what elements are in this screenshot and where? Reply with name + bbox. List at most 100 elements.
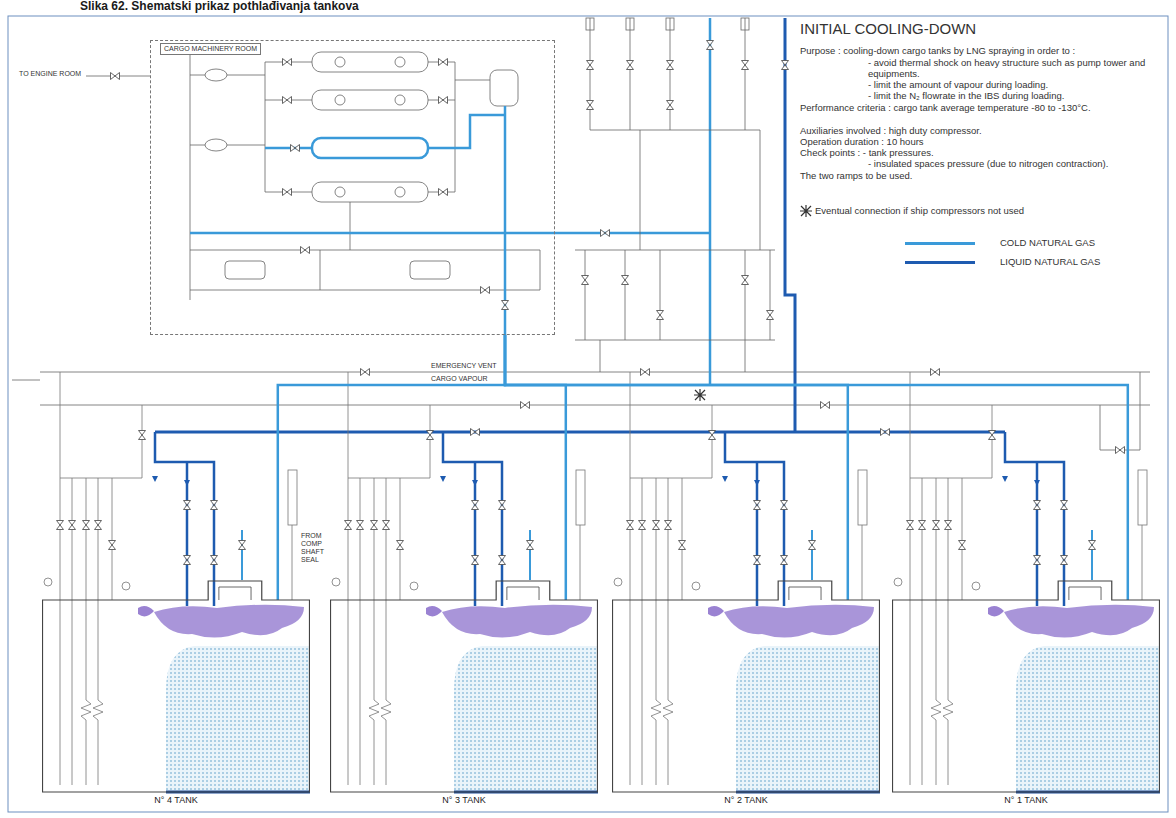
machinery-valves [481, 287, 490, 294]
liquid-valves [782, 61, 789, 70]
note-text: - avoid thermal shock on heavy structure… [868, 57, 1164, 79]
line-label: CARGO VAPOUR [430, 375, 489, 383]
eventual-connection-mark [694, 389, 706, 401]
manifold-valves [587, 61, 594, 70]
machinery-piping [395, 187, 405, 197]
machinery-valves [283, 97, 292, 104]
tank-internals [894, 372, 1160, 792]
liquid-valves [881, 429, 890, 436]
manifold-valves [742, 276, 749, 285]
cold-gas-valves [291, 41, 714, 310]
cold-gas-connector [278, 335, 505, 600]
cargo-tank: N° 1 TANK [892, 580, 1160, 810]
manifold-piping [666, 18, 674, 30]
tank-outline [892, 580, 1160, 810]
diagram-title: INITIAL COOLING-DOWN [800, 20, 976, 37]
line-label: EMERGENCY VENT [430, 362, 498, 370]
note-text: Operation duration : 10 hours [800, 136, 1166, 147]
machinery-piping [335, 95, 345, 105]
machinery-piping [85, 52, 540, 300]
tank-outline [330, 580, 598, 810]
manifold-piping [626, 18, 634, 30]
header-lines [12, 372, 1150, 450]
manifold-piping [586, 18, 594, 30]
machinery-valves [301, 247, 310, 254]
manifold-valves [667, 101, 674, 110]
manifold-valves [587, 101, 594, 110]
liquid-piping [155, 431, 1005, 434]
header-valves [931, 369, 940, 376]
line-label: TO ENGINE ROOM [18, 70, 86, 78]
legend-note: Eventual connection if ship compressors … [815, 205, 1165, 216]
cold-gas-piping [709, 18, 712, 385]
header-valves [641, 369, 650, 376]
tank-label: N° 2 TANK [612, 795, 880, 805]
machinery-piping [395, 57, 405, 67]
legend-swatch [905, 261, 975, 264]
cargo-tank: N° 3 TANK [330, 580, 598, 810]
note-text: The two ramps to be used. [800, 170, 1166, 181]
frame [8, 16, 1168, 812]
manifold-piping [575, 18, 775, 372]
note-text: - limit the N₂ flowrate in the IBS durin… [868, 90, 1164, 101]
legend-text: COLD NATURAL GAS [1000, 238, 1095, 249]
note-text: Purpose : cooling-down cargo tanks by LN… [800, 45, 1166, 56]
manifold-valves [582, 61, 774, 320]
cold-gas-piping [312, 138, 428, 158]
tank-outline [893, 581, 1160, 792]
machinery-piping [335, 187, 345, 197]
manifold-valves [742, 61, 749, 70]
header-lines [12, 372, 1150, 450]
tank-internals [44, 372, 1160, 792]
figure-caption: Slika 62. Shematski prikaz pothlađivanja… [80, 0, 359, 14]
manifold-valves [582, 276, 589, 285]
manifold-valves [627, 61, 634, 70]
note-text: Auxiliaries involved : high duty compres… [800, 125, 1166, 136]
machinery-valves [283, 59, 292, 66]
legend-text: LIQUID NATURAL GAS [1000, 257, 1100, 268]
note-text: - limit the amount of vapour during load… [868, 79, 1164, 90]
cold-gas-valves [601, 230, 610, 237]
cold-gas-valves [291, 145, 300, 152]
machinery-room: CARGO MACHINERY ROOM [150, 40, 555, 335]
header-valves [1116, 447, 1125, 454]
cold-gas-connector [505, 335, 566, 600]
manifold-piping [741, 18, 749, 30]
cold-gas-valves [707, 41, 714, 50]
tank-label: N° 4 TANK [42, 795, 310, 805]
machinery-piping [225, 261, 265, 279]
header-valves [821, 402, 830, 409]
note-text: - insulated spaces pressure (due to nitr… [868, 158, 1164, 169]
tank-outline [612, 580, 880, 810]
machinery-valves [111, 59, 490, 294]
cold-gas-valves [502, 301, 509, 310]
header-valves [361, 369, 370, 376]
manifold-valves [767, 311, 774, 320]
note-text: Performance criteria : cargo tank averag… [800, 102, 1166, 113]
liquid-valves [471, 61, 890, 436]
tank-outline [43, 581, 310, 792]
machinery-valves [439, 59, 448, 66]
line-label: FROM COMP SHAFT SEAL [300, 532, 332, 564]
tank-outline [613, 581, 880, 792]
tank-outline [331, 581, 598, 792]
cold-gas-piping [190, 18, 710, 385]
machinery-valves [283, 189, 292, 196]
tank-dome [507, 587, 539, 600]
tank-dome [1069, 587, 1101, 600]
liquid-valves [471, 429, 480, 436]
cold-gas-piping [265, 115, 505, 148]
tank-internals [332, 372, 598, 792]
cargo-tank: N° 2 TANK [612, 580, 880, 810]
machinery-valves [439, 189, 448, 196]
machinery-valves [439, 97, 448, 104]
tank-internals [44, 372, 310, 792]
machinery-piping [312, 90, 428, 110]
tank-dome [789, 587, 821, 600]
liquid-piping [785, 18, 795, 432]
legend-swatch [905, 242, 975, 245]
machinery-piping [410, 261, 450, 279]
